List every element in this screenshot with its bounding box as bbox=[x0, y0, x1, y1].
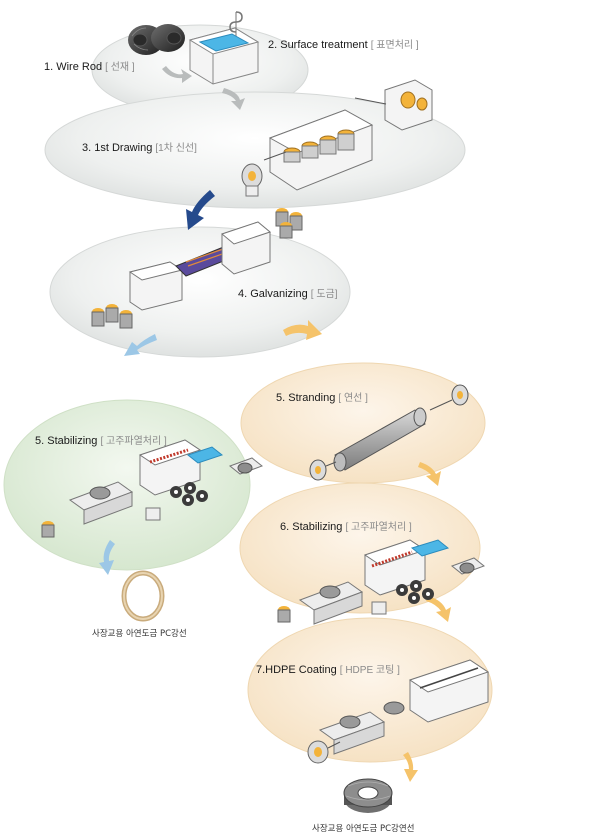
arrow-light-blue-2 bbox=[99, 540, 115, 575]
step-label-wire-rod: 1. Wire Rod [ 선재 ] bbox=[44, 58, 135, 73]
platform-hdpe bbox=[247, 617, 493, 763]
platform-stranding bbox=[240, 362, 486, 484]
step-title: 4. Galvanizing bbox=[238, 288, 308, 300]
step-title: 5. Stabilizing bbox=[35, 435, 98, 447]
step-label-stranding: 5. Stranding [ 연선 ] bbox=[276, 389, 368, 404]
stabilizing-line-left bbox=[41, 439, 264, 538]
step-label-hdpe-coating: 7.HDPE Coating [ HDPE 코팅 ] bbox=[256, 661, 400, 676]
takeup-block bbox=[384, 79, 433, 131]
step-title-korean: [ HDPE 코팅 ] bbox=[339, 665, 400, 676]
platform-stabilizing-left bbox=[3, 399, 251, 571]
step-title-korean: [ 연선 ] bbox=[338, 393, 368, 404]
step-label-1st-drawing: 3. 1st Drawing [1차 신선] bbox=[82, 139, 197, 154]
drawing-capstans bbox=[283, 129, 355, 163]
step-label-stabilizing-left: 5. Stabilizing [ 고주파열처리 ] bbox=[35, 432, 167, 447]
product-pc-wire-coil bbox=[121, 570, 165, 622]
stranding-machine bbox=[309, 384, 469, 481]
hdpe-coating-line bbox=[307, 659, 490, 764]
arrow-orange-1 bbox=[283, 320, 322, 340]
step-label-surface-treatment: 2. Surface treatment [ 표면처리 ] bbox=[268, 36, 419, 51]
step-title: 5. Stranding bbox=[276, 392, 336, 404]
arrow-grey-2 bbox=[222, 88, 245, 110]
platforms bbox=[3, 24, 493, 763]
step-title: 1. Wire Rod bbox=[44, 61, 103, 73]
arrow-orange-2 bbox=[418, 462, 441, 486]
step-title-korean: [ 선재 ] bbox=[105, 62, 135, 73]
step-title-korean: [ 표면처리 ] bbox=[370, 40, 419, 51]
step-title: 3. 1st Drawing bbox=[82, 142, 153, 154]
step-title-korean: [1차 신선] bbox=[155, 143, 197, 154]
step-title-korean: [ 도금] bbox=[310, 289, 338, 300]
payoff-spool bbox=[241, 163, 263, 197]
step-label-galvanizing: 4. Galvanizing [ 도금] bbox=[238, 285, 338, 300]
step-title: 7.HDPE Coating bbox=[256, 664, 337, 676]
arrow-orange-3 bbox=[426, 596, 451, 622]
step-title: 6. Stabilizing bbox=[280, 521, 343, 533]
step-title-korean: [ 고주파열처리 ] bbox=[100, 436, 167, 447]
surface-treatment-tank bbox=[188, 11, 260, 85]
stabilizing-rollers-right bbox=[396, 580, 434, 604]
stabilizing-rollers-left bbox=[170, 482, 208, 506]
galvanizing-spools bbox=[91, 208, 303, 329]
product-caption-pc-strand: 사장교용 아연도금 PC강연선 bbox=[312, 824, 415, 834]
flow-arrows bbox=[99, 66, 451, 782]
arrow-orange-4 bbox=[403, 752, 418, 782]
wire-rod-coils bbox=[128, 24, 185, 55]
arrow-light-blue-1 bbox=[124, 334, 157, 356]
stabilizing-line-right bbox=[277, 539, 486, 625]
product-caption-pc-wire: 사장교용 아연도금 PC강선 bbox=[92, 629, 187, 639]
step-title: 2. Surface treatment bbox=[268, 39, 368, 51]
step-title-korean: [ 고주파열처리 ] bbox=[345, 522, 412, 533]
galvanizing-line bbox=[91, 208, 303, 329]
step-label-stabilizing-right: 6. Stabilizing [ 고주파열처리 ] bbox=[280, 518, 412, 533]
arrow-dark-blue bbox=[186, 190, 215, 230]
product-pc-strand-drum bbox=[343, 778, 393, 813]
drawing-machine bbox=[241, 79, 433, 197]
arrow-grey-1 bbox=[162, 66, 192, 83]
